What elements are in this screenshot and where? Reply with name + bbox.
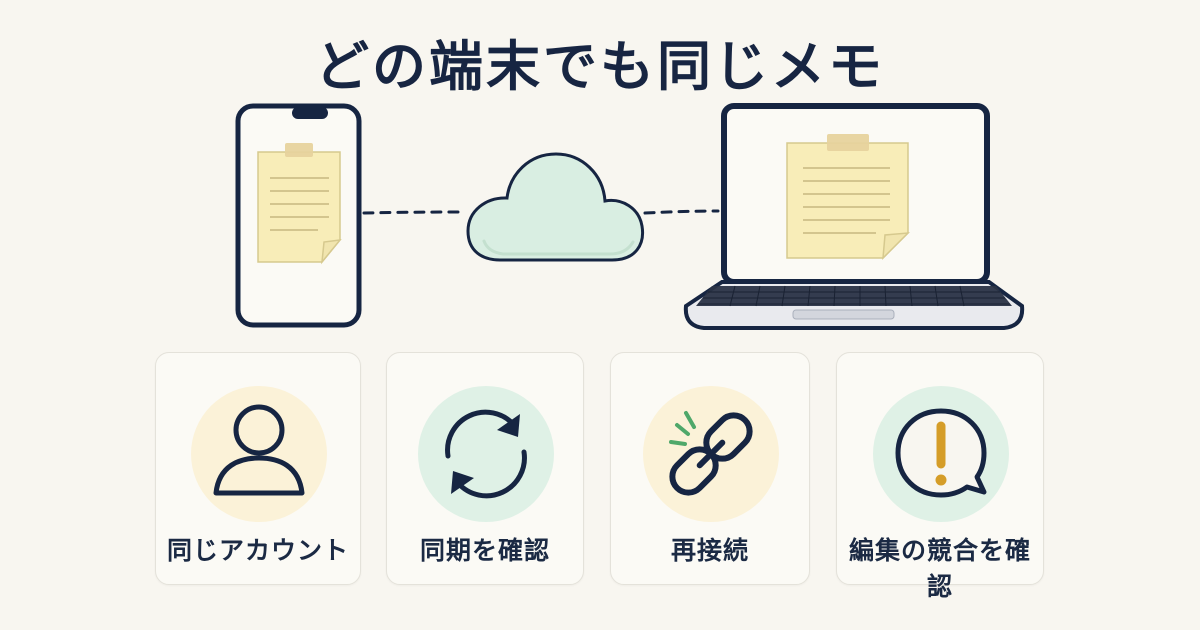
connector-left: [362, 210, 460, 215]
page-title: どの端末でも同じメモ: [315, 35, 885, 98]
card-label-check-edit-conflict: 編集の競合を確認: [848, 536, 1031, 601]
card-check-sync: 同期を確認: [386, 352, 584, 585]
broken-link-icon: [643, 386, 779, 522]
phone-note-icon: [257, 143, 342, 265]
laptop-note-icon: [786, 134, 910, 260]
card-reconnect: 再接続: [610, 352, 810, 585]
laptop-icon: [683, 103, 1025, 330]
cloud-icon: [466, 152, 645, 262]
card-label-same-account: 同じアカウント: [166, 536, 349, 565]
user-icon: [191, 386, 327, 522]
sync-icon: [418, 386, 554, 522]
card-label-check-sync: 同期を確認: [419, 536, 550, 565]
sync-illustration: [235, 103, 1025, 330]
card-same-account: 同じアカウント: [155, 352, 361, 585]
card-check-edit-conflict: 編集の競合を確認: [836, 352, 1044, 601]
warning-speech-icon: [873, 386, 1009, 522]
smartphone-icon: [235, 103, 362, 328]
card-label-reconnect: 再接続: [670, 536, 749, 565]
connector-right: [643, 209, 720, 215]
